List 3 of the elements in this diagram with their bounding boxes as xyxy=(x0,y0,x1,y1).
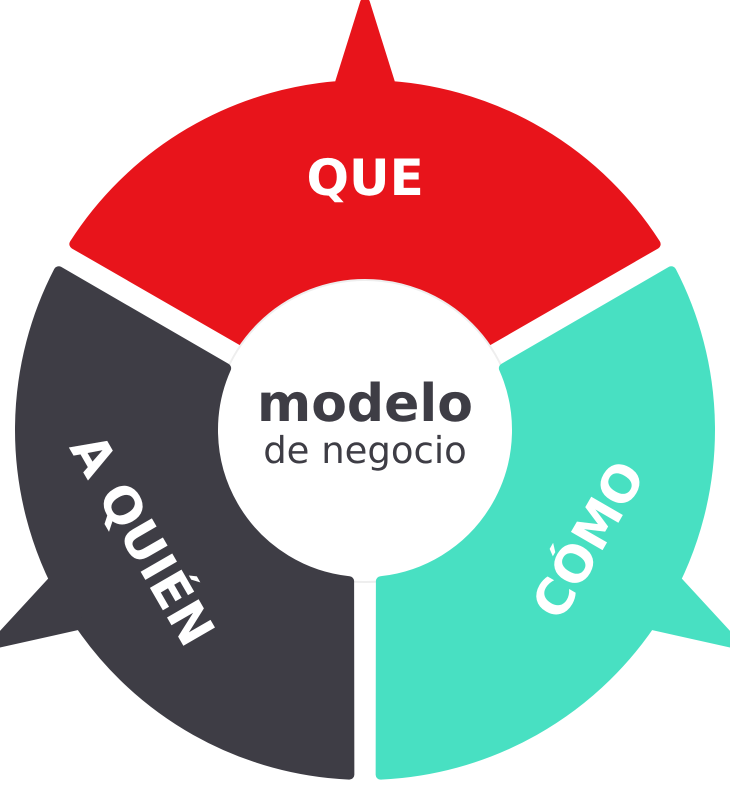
segment-label: QUE xyxy=(306,153,424,203)
center-subtitle: de negocio xyxy=(262,432,468,469)
center-title: modelo xyxy=(256,378,474,430)
